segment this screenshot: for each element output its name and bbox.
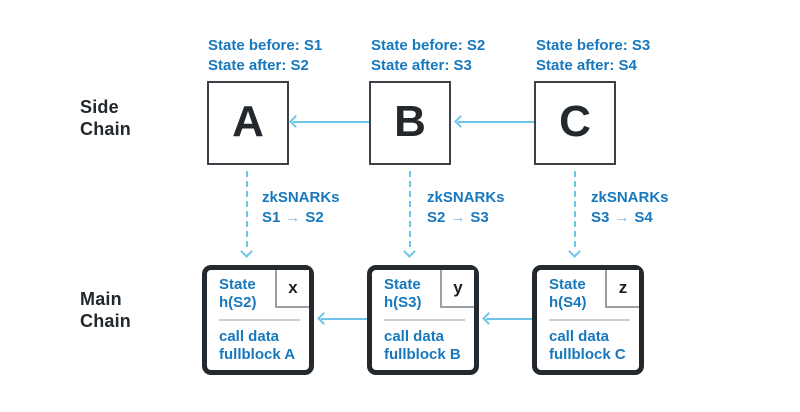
zk-from: S3: [591, 209, 610, 226]
zksnarks-label-a: zkSNARKs S1→S2: [262, 188, 340, 228]
main-block-x-calldata: call data fullblock A: [219, 328, 296, 363]
mainchain-arrow-y-to-x: [321, 318, 367, 320]
main-block-x-state: State h(S2): [219, 276, 257, 311]
state-transition-label-c: State before: S3 State after: S4: [536, 37, 651, 74]
zksnarks-title: zkSNARKs: [591, 189, 669, 206]
main-block-y-tab: y: [440, 270, 474, 308]
sidechain-arrow-c-to-b: [458, 121, 534, 123]
state-transition-arrow-icon: →: [450, 209, 466, 226]
side-block-c: C: [534, 81, 616, 165]
main-block-y: State h(S3) y call data fullblock B: [367, 265, 479, 375]
arrow-head-left-icon: [482, 312, 495, 325]
arrow-head-left-icon: [317, 312, 330, 325]
side-chain-row-label: Side Chain: [80, 97, 132, 139]
zk-to: S2: [305, 209, 324, 226]
zksnarks-title: zkSNARKs: [427, 189, 505, 206]
sidechain-arrow-b-to-a: [293, 121, 369, 123]
dashed-arrow-b-to-y: [409, 171, 411, 247]
zk-to: S4: [634, 209, 653, 226]
main-block-divider: [549, 319, 630, 321]
dashed-arrow-c-to-z: [574, 171, 576, 247]
side-block-a: A: [207, 81, 289, 165]
main-block-divider: [384, 319, 465, 321]
zk-transition: S1→S2: [262, 208, 340, 228]
zk-from: S1: [262, 209, 281, 226]
state-transition-label-a: State before: S1 State after: S2: [208, 37, 323, 74]
arrow-head-left-icon: [289, 115, 302, 128]
main-block-z-tab: z: [605, 270, 639, 308]
arrow-head-down-icon: [403, 245, 416, 258]
state-transition-arrow-icon: →: [285, 209, 301, 226]
side-block-b-letter: B: [394, 97, 426, 146]
side-block-a-letter: A: [232, 97, 264, 146]
zk-transition: S3→S4: [591, 208, 669, 228]
side-block-c-letter: C: [559, 97, 591, 146]
main-block-y-state: State h(S3): [384, 276, 422, 311]
main-block-x: State h(S2) x call data fullblock A: [202, 265, 314, 375]
dashed-arrow-a-to-x: [246, 171, 248, 247]
main-block-divider: [219, 319, 300, 321]
main-block-z-state: State h(S4): [549, 276, 587, 311]
main-block-z-calldata: call data fullblock C: [549, 328, 626, 363]
main-block-y-calldata: call data fullblock B: [384, 328, 461, 363]
main-block-z: State h(S4) z call data fullblock C: [532, 265, 644, 375]
state-transition-arrow-icon: →: [614, 209, 630, 226]
main-chain-row-label: Main Chain: [80, 289, 132, 331]
arrow-head-down-icon: [568, 245, 581, 258]
mainchain-arrow-z-to-y: [486, 318, 532, 320]
zk-transition: S2→S3: [427, 208, 505, 228]
zksnarks-title: zkSNARKs: [262, 189, 340, 206]
zksnarks-label-c: zkSNARKs S3→S4: [591, 188, 669, 228]
zk-from: S2: [427, 209, 446, 226]
zksnarks-label-b: zkSNARKs S2→S3: [427, 188, 505, 228]
zk-to: S3: [470, 209, 489, 226]
arrow-head-left-icon: [454, 115, 467, 128]
arrow-head-down-icon: [240, 245, 253, 258]
state-transition-label-b: State before: S2 State after: S3: [371, 37, 486, 74]
side-block-b: B: [369, 81, 451, 165]
main-block-x-tab: x: [275, 270, 309, 308]
